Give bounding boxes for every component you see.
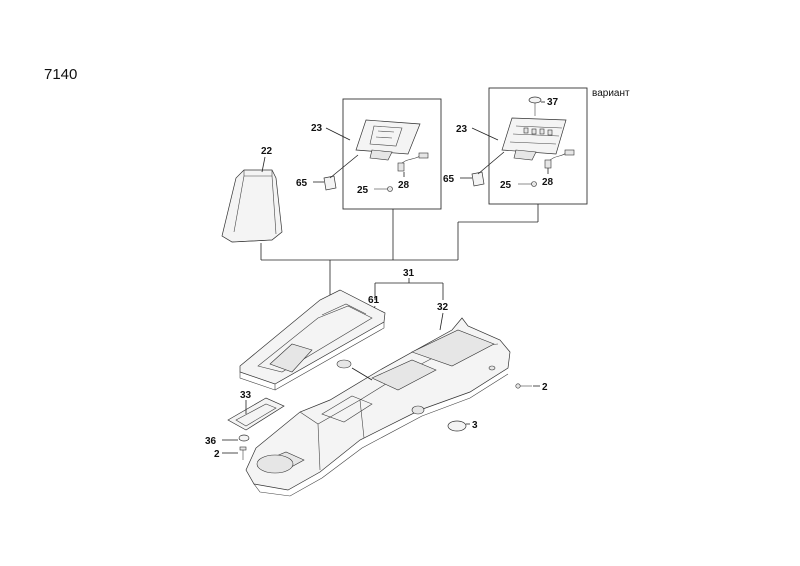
gear-selector-plate-2: [501, 117, 567, 161]
assembly-link-lines: [260, 204, 539, 318]
diagram-number: 7140: [44, 66, 77, 83]
screw-2-right: [515, 383, 532, 389]
callout-3: 3: [472, 420, 478, 431]
callout-25-box1: 25: [357, 185, 369, 196]
callout-31: 31: [403, 268, 415, 279]
callout-37: 37: [547, 97, 559, 108]
clip-65a: [323, 175, 337, 191]
callout-65-box1: 65: [296, 178, 308, 189]
selector-box-1: [342, 98, 442, 210]
cap-36: [238, 434, 250, 442]
connector-28a: [397, 152, 429, 172]
cap-37: [528, 96, 542, 116]
trim-frame-33: [227, 397, 285, 431]
shift-boot: [221, 169, 283, 243]
callout-28-box1: 28: [398, 180, 410, 191]
callout-23-box1: 23: [311, 123, 323, 134]
console-trim-panel: [239, 289, 386, 391]
callout-61: 61: [368, 295, 380, 306]
gear-selector-plate-1: [355, 119, 421, 161]
small-plug-3: [447, 420, 467, 432]
callout-22: 22: [261, 146, 273, 157]
clip-65b: [471, 171, 485, 187]
callout-2-right: 2: [542, 382, 548, 393]
callout-23-box2: 23: [456, 124, 468, 135]
callout-65-box2: 65: [443, 174, 455, 185]
screw-2-left: [239, 446, 247, 460]
callout-2-left: 2: [214, 449, 220, 460]
screw-25b: [518, 181, 537, 187]
callout-28-box2: 28: [542, 177, 554, 188]
variant-note: вариант: [592, 88, 630, 99]
callout-32: 32: [437, 302, 449, 313]
callout-36: 36: [205, 436, 217, 447]
console-body: [245, 317, 511, 497]
callout-33: 33: [240, 390, 252, 401]
callout-25-box2: 25: [500, 180, 512, 191]
screw-25a: [374, 186, 393, 192]
